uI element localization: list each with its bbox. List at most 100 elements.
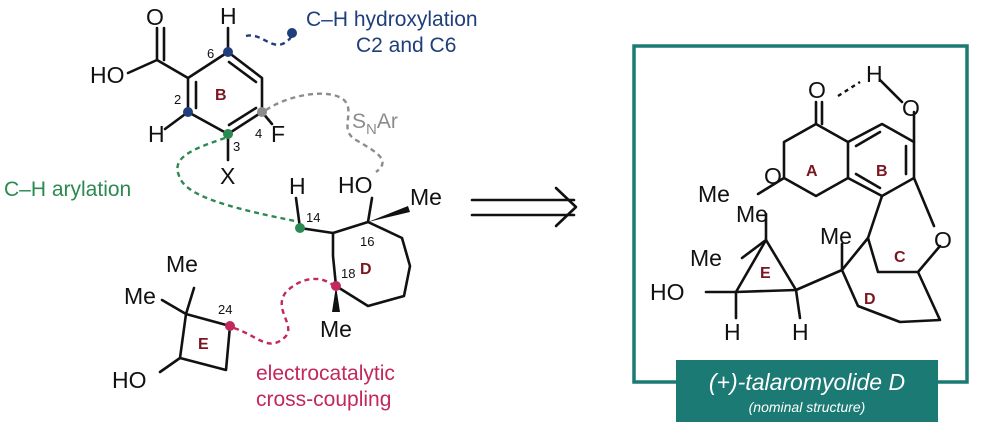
- retrosynthesis-arrow: [470, 186, 578, 228]
- locant-16: 16: [360, 234, 374, 249]
- cyclohexane-fragment: HO Me Me H 14 16 18 D: [289, 172, 442, 342]
- oh-bond: [366, 196, 374, 224]
- snar-s: S: [352, 110, 366, 133]
- product-cp-methyl-bonds: [740, 212, 768, 260]
- ring-label-e: E: [198, 336, 209, 353]
- hydroxylation-annotation: C–H hydroxylation C2 and C6: [245, 8, 478, 57]
- h14-label: H: [289, 173, 306, 199]
- product-h-label: H: [866, 61, 883, 87]
- cyclobutane-me2-label: Me: [124, 283, 156, 309]
- locant-3: 3: [233, 139, 240, 154]
- snar-label: SNAr: [352, 110, 398, 138]
- site-dot-c3: [223, 129, 233, 139]
- product-ring-b-bonds: [846, 122, 916, 198]
- cyclobutane-ring-bonds: [178, 312, 232, 372]
- hydroxylation-line2: C2 and C6: [356, 34, 456, 57]
- product-o-ether-label: O: [934, 227, 952, 253]
- snar-sub: N: [366, 121, 377, 138]
- product-me-cp1-label: Me: [736, 201, 768, 227]
- product-ether-bond: [912, 176, 936, 228]
- product-name: (+)-talaromyolide D: [709, 369, 905, 395]
- coupling-dash: [233, 277, 335, 345]
- product-ring-label-d: D: [864, 291, 876, 308]
- site-dot-c14: [295, 223, 305, 233]
- cyclobutane-oh-bond: [158, 356, 182, 374]
- cyclohexane-oh-label: HO: [338, 172, 373, 198]
- product-panel: O H O O Me O Me Me Me HO H H A B C D E (…: [632, 44, 969, 422]
- locant-2: 2: [174, 92, 181, 107]
- locant-6: 6: [207, 46, 214, 61]
- product-ring-label-e: E: [760, 265, 771, 282]
- hydroxylation-dot: [287, 28, 297, 38]
- product-me-cp2-label: Me: [690, 245, 722, 271]
- c14-bond: [298, 226, 335, 235]
- product-oh-label: HO: [650, 279, 685, 305]
- product-subtitle: (nominal structure): [749, 399, 866, 415]
- coupling-line2: cross-coupling: [256, 388, 391, 411]
- locant-24: 24: [218, 302, 232, 317]
- arrow-shaft: [470, 198, 576, 217]
- arylation-dash: [176, 136, 301, 224]
- arylation-annotation: C–H arylation: [4, 136, 301, 224]
- product-title-plate: [676, 360, 938, 422]
- coupling-line1: electrocatalytic: [256, 362, 395, 385]
- product-o-lactone-label: O: [764, 163, 782, 189]
- h6-label: H: [220, 3, 237, 29]
- product-ring-c-bonds: [866, 194, 942, 274]
- snar-annotation: SNAr: [265, 92, 398, 173]
- product-h-bond: [837, 80, 861, 98]
- cyclobutane-oh-label: HO: [112, 367, 147, 393]
- product-ring-a-bonds: [782, 122, 850, 198]
- product-e-to-d-bond: [794, 268, 844, 292]
- ring-label-d: D: [360, 261, 372, 278]
- snar-dash: [265, 92, 384, 173]
- hydroxylation-line1: C–H hydroxylation: [306, 8, 478, 31]
- cyclohexane-me-bottom-label: Me: [320, 316, 352, 342]
- arene-carboxyl-bonds: [126, 26, 190, 80]
- hydroxylation-dash: [245, 33, 294, 46]
- site-dot-c6: [223, 47, 233, 57]
- product-me-lactone-bond: [756, 176, 786, 196]
- product-o-carbonyl-label: O: [808, 77, 826, 103]
- site-dot-c18: [331, 281, 341, 291]
- h2-label: H: [148, 121, 165, 147]
- product-ring-label-c: C: [894, 249, 906, 266]
- fluorine-label: F: [271, 121, 285, 147]
- product-ring-label-a: A: [806, 163, 818, 180]
- carbonyl-oxygen-label: O: [146, 4, 164, 30]
- product-carbonyl-bonds: [814, 100, 824, 126]
- snar-ar: Ar: [377, 110, 398, 133]
- cyclobutane-fragment: Me Me HO 24 E: [112, 251, 235, 393]
- arene-fragment: O HO H H F X 6 2 3 4 B: [90, 3, 285, 189]
- product-ring-b-double-bonds: [854, 130, 908, 190]
- product-h-right-label: H: [792, 319, 809, 345]
- product-cp-substituent-bonds: [704, 288, 802, 320]
- site-dot-c24: [225, 321, 235, 331]
- site-dot-c4: [257, 107, 267, 117]
- cyclohexane-ring-bonds: [331, 220, 412, 308]
- locant-4: 4: [255, 126, 262, 141]
- arylation-label: C–H arylation: [4, 178, 131, 201]
- cyclobutane-me1-label: Me: [166, 251, 198, 277]
- me-bottom-wedge: [332, 286, 340, 312]
- arene-inner-double-bonds: [194, 60, 258, 127]
- locant-18: 18: [341, 266, 355, 281]
- product-h-left-label: H: [724, 319, 741, 345]
- arrow-head: [554, 186, 578, 228]
- product-o-phenol-label: O: [902, 95, 920, 121]
- product-ring-e-bonds: [734, 238, 798, 294]
- gem-dimethyl-bonds: [160, 286, 196, 316]
- coupling-annotation: electrocatalytic cross-coupling: [233, 277, 395, 411]
- product-oh-bond: [878, 78, 904, 104]
- me-top-wedge: [368, 206, 410, 222]
- locant-14: 14: [306, 210, 320, 225]
- product-ring-d-bonds: [840, 236, 942, 324]
- ring-label-b: B: [215, 87, 227, 104]
- product-me-lactone-label: Me: [698, 181, 730, 207]
- site-dot-c2: [183, 107, 193, 117]
- x-substituent-label: X: [220, 163, 235, 189]
- acid-hydroxyl-label: HO: [90, 62, 125, 88]
- h14-bond: [294, 196, 302, 230]
